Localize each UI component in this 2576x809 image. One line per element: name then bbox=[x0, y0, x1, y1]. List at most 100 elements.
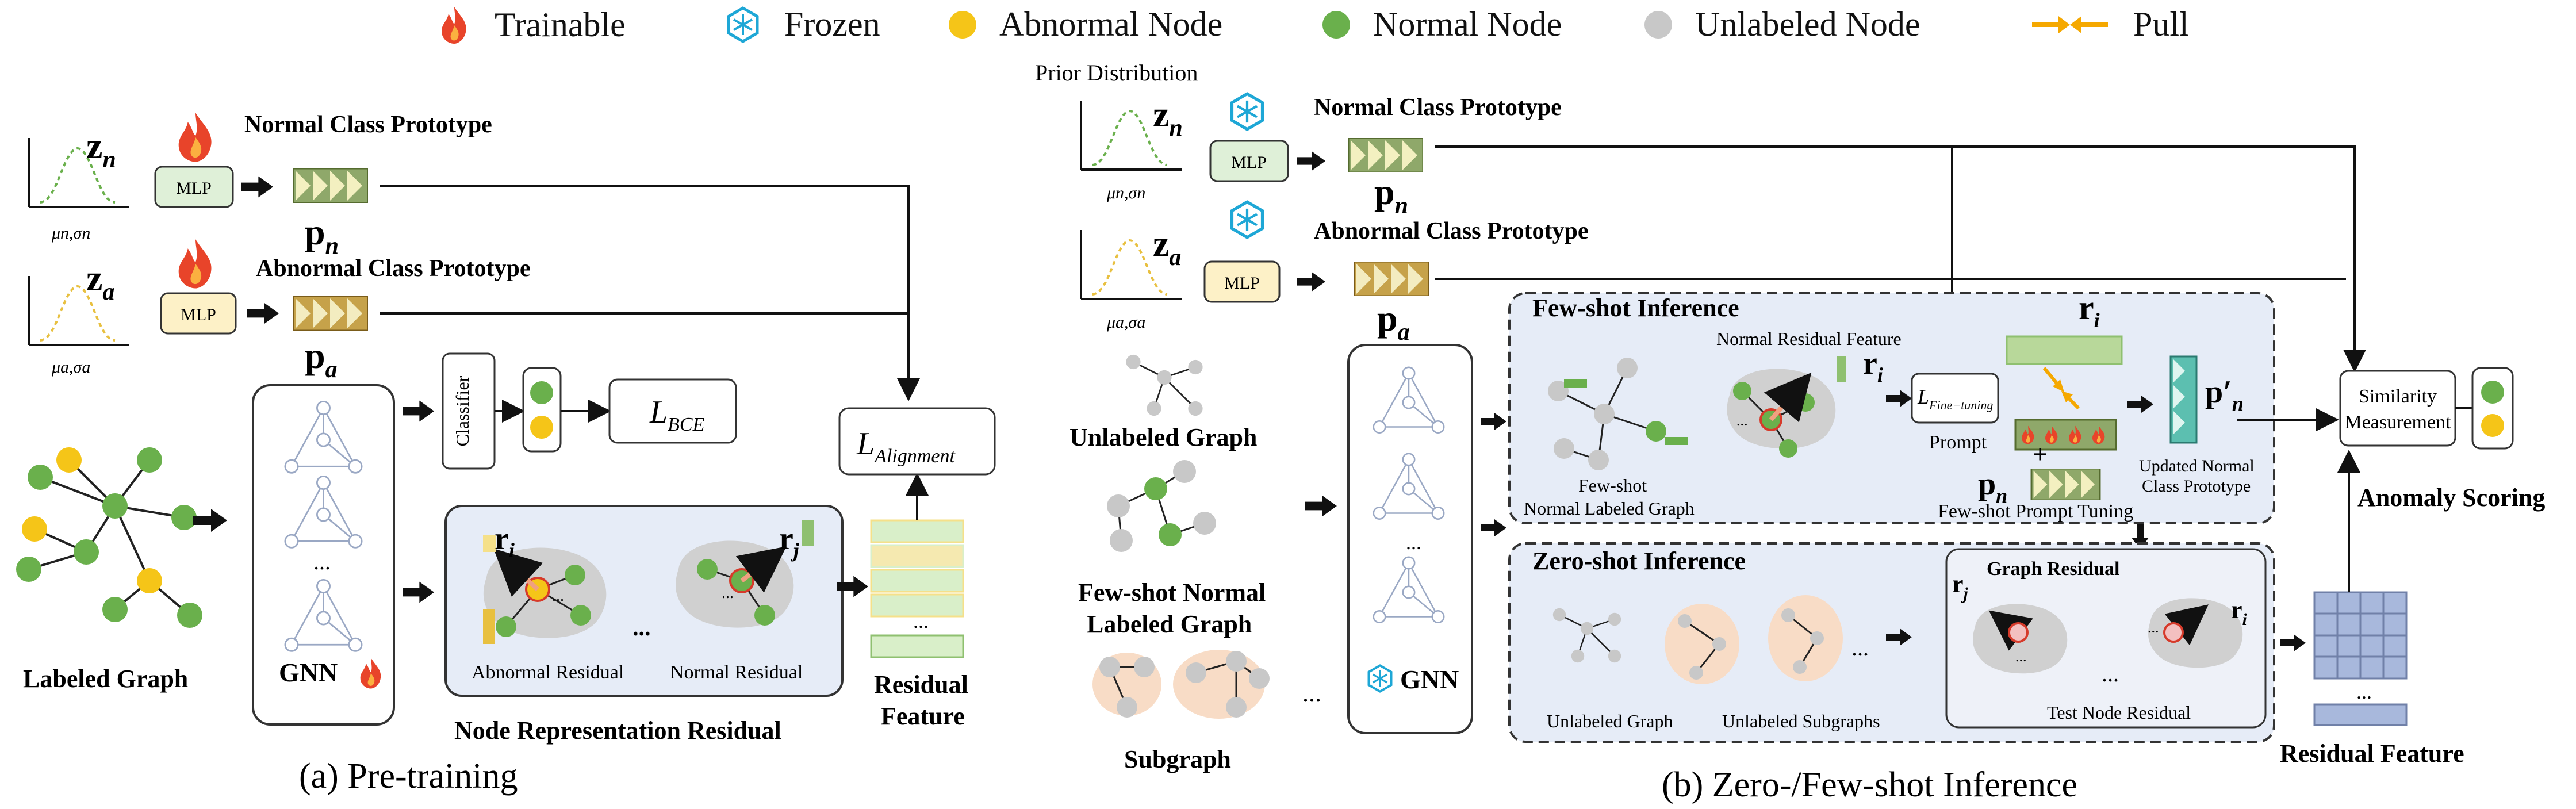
normal-residual-feature-label: Normal Residual Feature bbox=[1716, 328, 1902, 349]
unlabeled-node-icon bbox=[1644, 10, 1672, 39]
inf-abnormal-mlp-label: MLP bbox=[1224, 274, 1260, 293]
normal-r-j-label: rj bbox=[779, 521, 800, 562]
inf-abnormal-mlp-box bbox=[1203, 260, 1281, 303]
test-residual-ellipsis: ... bbox=[2102, 661, 2119, 687]
svg-text:...: ... bbox=[913, 609, 929, 632]
inf-normal-mlp-box bbox=[1209, 140, 1289, 182]
zero-shot-unlabeled-graph-label: Unlabeled Graph bbox=[1547, 711, 1673, 731]
few-shot-graph-label-1: Few-shot bbox=[1578, 475, 1647, 496]
inference-gnn-label: GNN bbox=[1400, 665, 1459, 694]
few-shot-r-i-label: ri bbox=[1863, 346, 1883, 386]
similarity-label-1: Similarity bbox=[2359, 386, 2437, 407]
l-bce-box bbox=[608, 378, 737, 444]
graph-residual-box bbox=[1945, 548, 2267, 729]
inf-normal-prototype-bar bbox=[1348, 138, 1423, 172]
subgraph-icons bbox=[1092, 650, 1270, 719]
prompt-bar-icon bbox=[2014, 419, 2117, 451]
unlabeled-graph-label: Unlabeled Graph bbox=[1070, 423, 1257, 451]
normal-node-icon bbox=[530, 381, 553, 404]
l-alignment-box bbox=[838, 407, 996, 476]
abnormal-residual-label: Abnormal Residual bbox=[471, 662, 624, 683]
normal-mlp-label: MLP bbox=[176, 179, 212, 198]
test-node-residual-label: Test Node Residual bbox=[2047, 702, 2191, 723]
few-shot-p-n-label: pn bbox=[1978, 466, 2007, 507]
inf-normal-prototype-title: Normal Class Prototype bbox=[1314, 94, 1562, 121]
inf-p-a-label: pa bbox=[1377, 298, 1410, 346]
arrow-icon bbox=[1297, 272, 1325, 292]
pretraining-caption: (a) Pre-training bbox=[299, 757, 518, 796]
few-shot-normal-label-2: Labeled Graph bbox=[1087, 610, 1252, 638]
abnormal-prototype-bar bbox=[293, 296, 368, 331]
normal-mlp-box bbox=[154, 166, 234, 208]
legend-normal-node: Normal Node bbox=[1322, 5, 1562, 44]
normal-prototype-bar bbox=[293, 168, 368, 203]
l-fine-tuning-label: LFine−tuning bbox=[1917, 385, 1993, 412]
l-bce-label: LBCE bbox=[649, 394, 705, 435]
inf-abnormal-prototype-title: Abnormal Class Prototype bbox=[1314, 218, 1589, 244]
legend-normal-label: Normal Node bbox=[1373, 5, 1562, 43]
abnormal-mlp-label: MLP bbox=[181, 305, 216, 324]
flame-icon bbox=[178, 239, 212, 289]
arrow-icon bbox=[1481, 519, 1506, 536]
normal-residual-graphic: rj ... bbox=[676, 520, 814, 628]
residual-feature-label-2: Feature bbox=[881, 702, 965, 730]
normal-residual-label: Normal Residual bbox=[670, 662, 803, 683]
gnn-ellipsis: ... bbox=[313, 549, 331, 574]
updated-prototype-label-1: Updated Normal bbox=[2139, 457, 2255, 476]
zero-shot-r-i-label: ri bbox=[2231, 596, 2248, 629]
test-residual-graphic-2: ... bbox=[2148, 598, 2243, 668]
legend-abnormal-label: Abnormal Node bbox=[999, 5, 1223, 43]
snowflake-icon bbox=[1232, 202, 1262, 237]
few-shot-normal-graph-icon bbox=[1107, 460, 1216, 552]
pretrain-gnn-label: GNN bbox=[279, 658, 338, 687]
inf-normal-mlp-label: MLP bbox=[1231, 153, 1267, 172]
legend-unlabeled-node: Unlabeled Node bbox=[1644, 5, 1920, 44]
inf-abnormal-prototype-bar bbox=[1354, 262, 1429, 296]
svg-text:...: ... bbox=[2356, 680, 2372, 703]
abnormal-node-icon bbox=[2481, 414, 2504, 437]
z-a-label: za bbox=[86, 258, 114, 305]
normal-prototype-line bbox=[379, 185, 920, 401]
zero-shot-subgraph-icons bbox=[1665, 595, 1843, 684]
few-shot-normal-label-1: Few-shot Normal bbox=[1078, 578, 1266, 607]
inference-caption: (b) Zero-/Few-shot Inference bbox=[1662, 765, 2077, 804]
graph-residual-label: Graph Residual bbox=[1987, 558, 2119, 580]
inference-panel: Prior Distribution zn μn,σn MLP Normal C… bbox=[1035, 60, 2545, 804]
legend-unlabeled-label: Unlabeled Node bbox=[1695, 5, 1920, 43]
pull-arrows-icon bbox=[2032, 16, 2108, 33]
legend: Trainable Frozen Abnormal Node Normal No… bbox=[0, 0, 2576, 57]
normal-prototype-title: Normal Class Prototype bbox=[244, 112, 492, 138]
inf-mu-sigma-n: μn,σn bbox=[1106, 183, 1145, 202]
prompt-label: Prompt bbox=[1929, 432, 1987, 453]
classifier-output-box bbox=[522, 367, 562, 453]
arrow-icon bbox=[241, 176, 273, 198]
abnormal-mlp-box bbox=[160, 292, 237, 335]
l-alignment-label: LAlignment bbox=[856, 426, 956, 467]
residual-vector-icon bbox=[1837, 356, 1846, 382]
normal-node-icon bbox=[1322, 10, 1350, 39]
labeled-graph-label: Labeled Graph bbox=[23, 665, 188, 693]
few-shot-prompt-tuning-label: Few-shot Prompt Tuning bbox=[1938, 501, 2133, 522]
abnormal-residual-graphic: ri ... bbox=[483, 521, 607, 644]
abnormal-prototype-title: Abnormal Class Prototype bbox=[256, 255, 531, 282]
svg-text:...: ... bbox=[722, 584, 734, 602]
unlabeled-graph-icon bbox=[1125, 354, 1204, 417]
prompt-r-i-label: ri bbox=[2079, 289, 2100, 332]
node-representation-residual-label: Node Representation Residual bbox=[454, 716, 781, 745]
snowflake-icon bbox=[727, 6, 759, 43]
labeled-graph bbox=[16, 447, 202, 628]
few-shot-title: Few-shot Inference bbox=[1532, 294, 1739, 322]
zero-shot-title: Zero-shot Inference bbox=[1532, 547, 1746, 575]
zero-shot-ellipsis: ... bbox=[1851, 635, 1869, 661]
subgraph-label: Subgraph bbox=[1124, 745, 1231, 773]
arrow-icon bbox=[402, 581, 434, 603]
mu-sigma-n-label: μn,σn bbox=[51, 224, 90, 243]
normal-node-icon bbox=[2481, 381, 2504, 404]
l-fine-tuning-box bbox=[1911, 373, 1999, 424]
unlabeled-subgraphs-label: Unlabeled Subgraphs bbox=[1722, 711, 1880, 731]
inference-gnn-box bbox=[1347, 344, 1473, 734]
snowflake-icon bbox=[1232, 94, 1262, 129]
test-residual-graphic-1: ... bbox=[1973, 604, 2068, 674]
inf-z-n-label: zn bbox=[1153, 94, 1183, 141]
abnormal-node-icon bbox=[530, 416, 553, 439]
